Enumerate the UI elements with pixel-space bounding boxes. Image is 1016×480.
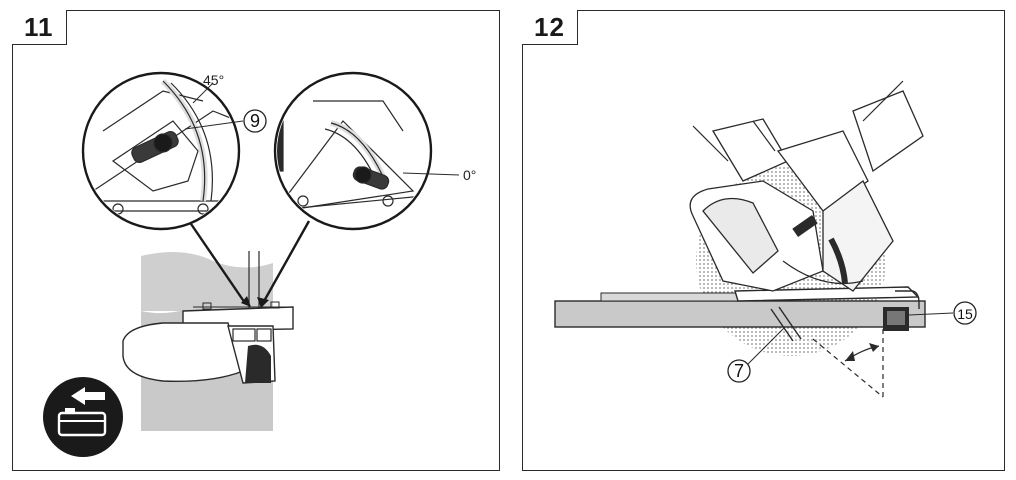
bevel-scale-illustration: 45° 9 0° <box>43 71 476 457</box>
workpiece-board <box>554 300 926 328</box>
angle-label-0: 0° <box>463 167 476 183</box>
callout-9-circle <box>243 109 267 133</box>
callout-7-circle <box>727 359 751 383</box>
bevel-angle-line <box>812 338 884 398</box>
zoom-circle-0-degree <box>273 71 460 231</box>
figure-panel-11: 11 <box>12 10 500 471</box>
panel-number-11: 11 <box>12 10 67 45</box>
zoom-circle-45-degree <box>81 71 241 231</box>
callout-7-label: 7 <box>734 361 744 381</box>
saw-handle <box>122 322 244 382</box>
saw-motor-shade <box>141 252 273 311</box>
battery-remove-icon <box>43 377 123 457</box>
pointer-arrow-right <box>261 220 311 304</box>
pointer-arrow-left <box>188 220 246 304</box>
callout-15-label: 15 <box>957 306 973 322</box>
angle-label-45: 45° <box>203 72 224 88</box>
callout-9-label: 9 <box>250 111 260 131</box>
bevel-cut-illustration: 15 7 <box>554 80 977 398</box>
saw-trigger-area <box>245 344 271 383</box>
panel-number-12: 12 <box>522 10 578 45</box>
figure-panel-12: 12 <box>522 10 1005 471</box>
callout-15-circle <box>953 301 977 325</box>
